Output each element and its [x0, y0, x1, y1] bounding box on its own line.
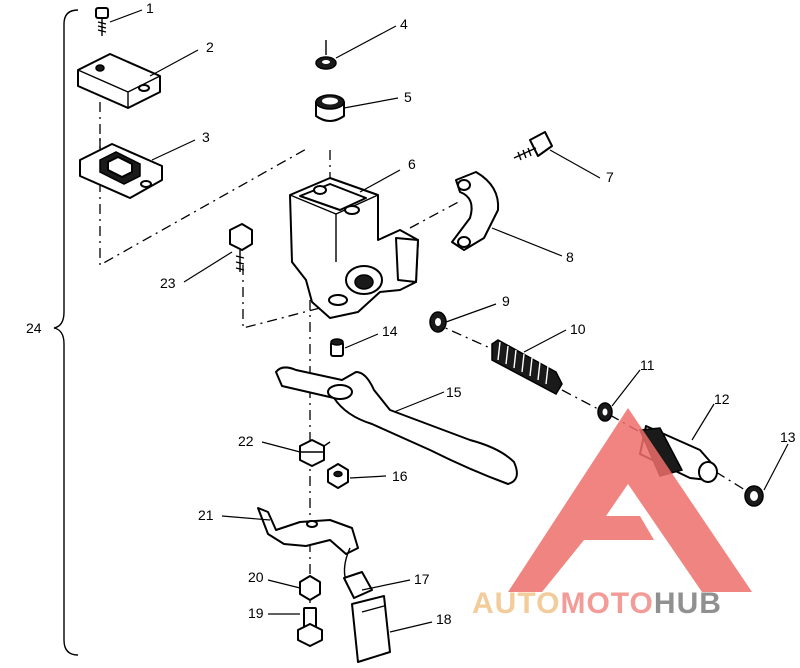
watermark-triangle-icon	[508, 408, 752, 592]
part-7-clamp-bolt	[513, 131, 553, 161]
callout-20: 20	[248, 569, 264, 585]
part-14-pivot-pin	[330, 338, 344, 357]
part-8-handlebar-clamp	[451, 171, 500, 251]
watermark-hub: HUB	[654, 587, 722, 620]
part-22-lever-spring	[299, 439, 331, 467]
callout-22: 22	[238, 433, 254, 449]
callout-14: 14	[382, 323, 398, 339]
callout-3: 3	[202, 129, 210, 145]
watermark-moto: MOTO	[560, 587, 653, 620]
part-23-pivot-bolt	[229, 223, 253, 272]
callout-4: 4	[400, 16, 408, 32]
part-18-brake-switch	[351, 595, 391, 663]
automotohub-watermark: AUTOMOTOHUB	[472, 408, 752, 620]
callout-16: 16	[392, 468, 408, 484]
callout-13: 13	[780, 429, 796, 445]
callout-19: 19	[248, 605, 264, 621]
part-19-bolt	[297, 607, 323, 647]
part-21-switch-bracket	[257, 507, 359, 555]
part-10-spring-boot	[491, 339, 563, 395]
callout-2: 2	[206, 39, 214, 55]
part-15-brake-lever	[275, 366, 518, 485]
part-13-circlip	[744, 485, 764, 507]
callout-18: 18	[436, 611, 452, 627]
callout-8: 8	[566, 249, 574, 265]
callout-23: 23	[160, 275, 176, 291]
leader-lines	[109, 9, 789, 633]
part-16-lock-nut	[327, 463, 349, 489]
callout-21: 21	[198, 507, 214, 523]
callout-labels: 1 2 3 4 5 6 7 8 9 10 11 12 13 14 15 16 1…	[26, 0, 796, 627]
callout-5: 5	[404, 89, 412, 105]
part-6-master-cylinder	[289, 177, 419, 319]
assembly-bracket	[53, 9, 79, 656]
part-2-reservoir-cover	[77, 53, 161, 109]
callout-17: 17	[414, 571, 430, 587]
callout-12: 12	[714, 391, 730, 407]
callout-7: 7	[606, 169, 614, 185]
part-3-diaphragm	[79, 143, 163, 199]
callout-11: 11	[640, 357, 655, 373]
callout-6: 6	[408, 156, 416, 172]
callout-15: 15	[446, 384, 462, 400]
callout-10: 10	[570, 321, 586, 337]
watermark-text: AUTOMOTOHUB	[472, 587, 722, 620]
part-12-piston	[638, 425, 718, 483]
part-11-washer	[597, 402, 613, 422]
part-4-seal-ring	[315, 40, 337, 70]
watermark-auto: AUTO	[472, 587, 560, 620]
callout-24: 24	[26, 320, 42, 336]
part-17-switch-wire	[343, 547, 373, 599]
part-1-cover-screw	[95, 7, 109, 36]
callout-9: 9	[502, 293, 510, 309]
part-20-nut	[299, 575, 321, 601]
callout-1: 1	[146, 0, 154, 16]
part-9-washer	[429, 311, 447, 333]
part-5-bushing	[315, 94, 345, 122]
